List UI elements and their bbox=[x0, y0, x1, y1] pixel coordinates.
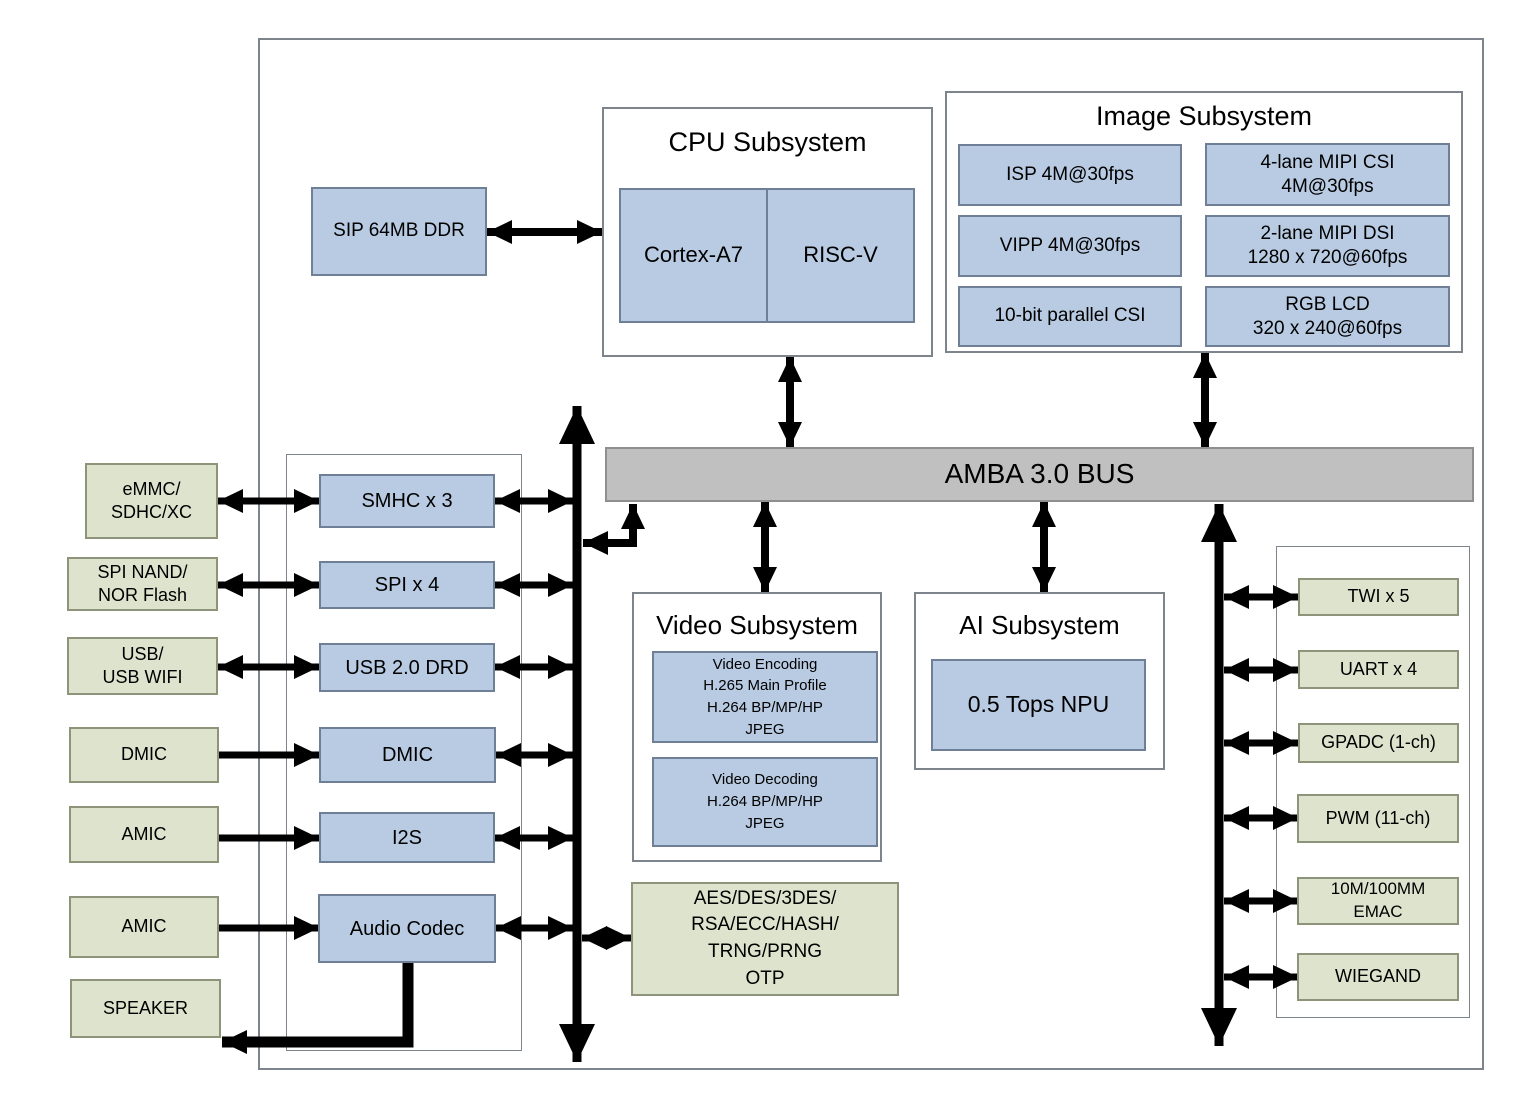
image-subsystem: Image Subsystem bbox=[945, 91, 1463, 353]
cpu-subsystem: CPU Subsystem bbox=[602, 107, 933, 357]
emac-block: 10M/100MM EMAC bbox=[1297, 877, 1459, 925]
uart-block: UART x 4 bbox=[1298, 650, 1459, 689]
emmc-card-block: eMMC/ SDHC/XC bbox=[85, 463, 218, 539]
ai-subsystem-title: AI Subsystem bbox=[959, 610, 1120, 640]
core-cortex-a7: Cortex-A7 bbox=[619, 188, 767, 323]
sip-ddr-block: SIP 64MB DDR bbox=[311, 187, 487, 276]
wiegand-block: WIEGAND bbox=[1297, 953, 1459, 1001]
cpu-subsystem-title: CPU Subsystem bbox=[668, 127, 867, 157]
amba-bus: AMBA 3.0 BUS bbox=[605, 447, 1474, 502]
parallel-csi-block: 10-bit parallel CSI bbox=[958, 286, 1182, 347]
arrow-codec-speaker bbox=[222, 962, 414, 1054]
pwm-block: PWM (11-ch) bbox=[1297, 794, 1459, 843]
peripherals-container bbox=[1276, 546, 1470, 1018]
twi-block: TWI x 5 bbox=[1298, 578, 1459, 616]
gpadc-block: GPADC (1-ch) bbox=[1298, 723, 1459, 763]
mipi-csi-block: 4-lane MIPI CSI 4M@30fps bbox=[1205, 143, 1450, 206]
npu-block: 0.5 Tops NPU bbox=[931, 659, 1146, 751]
soc-outer-boundary bbox=[258, 38, 1484, 1070]
usb-wifi-block: USB/ USB WIFI bbox=[67, 637, 218, 695]
rgb-lcd-block: RGB LCD 320 x 240@60fps bbox=[1205, 286, 1450, 347]
spi-flash-block: SPI NAND/ NOR Flash bbox=[67, 557, 218, 611]
i2s-block: I2S bbox=[319, 812, 495, 863]
speaker-block: SPEAKER bbox=[70, 979, 221, 1038]
smhc-block: SMHC x 3 bbox=[319, 474, 495, 528]
audio-codec-block: Audio Codec bbox=[318, 894, 496, 963]
amic2-block: AMIC bbox=[69, 896, 219, 958]
spi-block: SPI x 4 bbox=[319, 561, 495, 609]
image-subsystem-title: Image Subsystem bbox=[1095, 101, 1313, 131]
video-subsystem-title: Video Subsystem bbox=[656, 610, 858, 640]
amic1-block: AMIC bbox=[69, 806, 219, 863]
dmic-external-block: DMIC bbox=[69, 727, 219, 783]
mipi-dsi-block: 2-lane MIPI DSI 1280 x 720@60fps bbox=[1205, 215, 1450, 277]
crypto-block: AES/DES/3DES/ RSA/ECC/HASH/ TRNG/PRNG OT… bbox=[631, 882, 899, 996]
video-encoding-block: Video Encoding H.265 Main Profile H.264 … bbox=[652, 651, 878, 743]
isp-block: ISP 4M@30fps bbox=[958, 144, 1182, 206]
video-subsystem: Video Subsystem bbox=[632, 592, 882, 862]
core-risc-v: RISC-V bbox=[767, 188, 915, 323]
usb-drd-block: USB 2.0 DRD bbox=[319, 643, 495, 692]
vipp-block: VIPP 4M@30fps bbox=[958, 215, 1182, 277]
video-decoding-block: Video Decoding H.264 BP/MP/HP JPEG bbox=[652, 757, 878, 847]
dmic-controller-block: DMIC bbox=[319, 727, 496, 783]
ai-subsystem: AI Subsystem bbox=[914, 592, 1165, 770]
arrow-midbus-amba-elbow bbox=[583, 504, 645, 555]
